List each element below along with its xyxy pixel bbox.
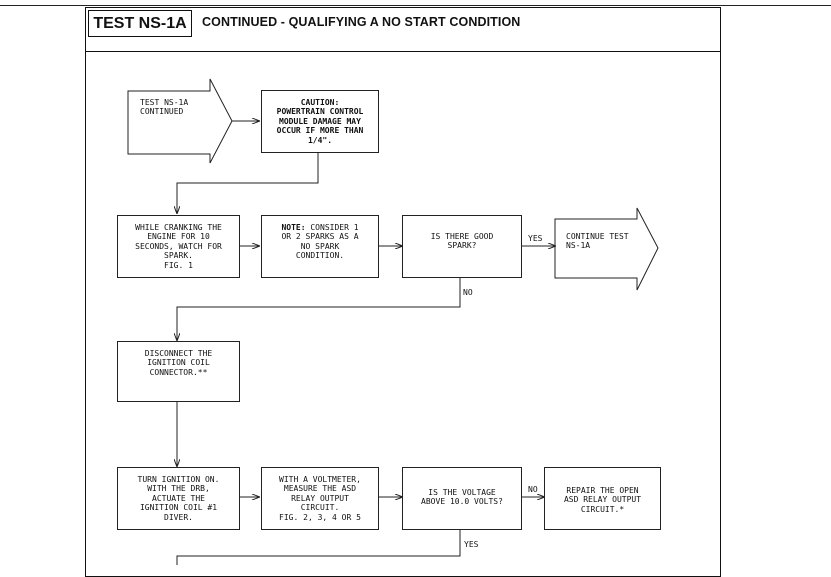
crank-box: WHILE CRANKING THE ENGINE FOR 10 SECONDS… (117, 215, 240, 278)
note-text: CONSIDER 1 OR 2 SPARKS AS A NO SPARK CON… (281, 223, 359, 261)
start-arrow-shape (127, 78, 233, 164)
yes-label-spark: YES (528, 234, 543, 243)
yes-label-voltage: YES (464, 540, 479, 549)
disconnect-box: DISCONNECT THE IGNITION COIL CONNECTOR.*… (117, 341, 240, 402)
note-label: NOTE: (281, 223, 306, 232)
connector-no-disconnect (177, 278, 461, 340)
spark-question-box: IS THERE GOOD SPARK? (402, 215, 522, 278)
ignition-box: TURN IGNITION ON. WITH THE DRB, ACTUATE … (117, 467, 240, 530)
header-divider (85, 51, 721, 52)
test-tag: TEST NS-1A (88, 10, 192, 37)
continue-node: CONTINUE TEST NS-1A (566, 232, 629, 251)
voltmeter-box: WITH A VOLTMETER, MEASURE THE ASD RELAY … (261, 467, 379, 530)
no-label-spark: NO (463, 288, 473, 297)
caution-box: CAUTION: POWERTRAIN CONTROL MODULE DAMAG… (261, 90, 379, 153)
page-title: CONTINUED - QUALIFYING A NO START CONDIT… (202, 15, 521, 29)
voltage-question-box: IS THE VOLTAGE ABOVE 10.0 VOLTS? (402, 467, 522, 530)
note-box: NOTE: CONSIDER 1 OR 2 SPARKS AS A NO SPA… (261, 215, 379, 278)
flow-connectors (127, 78, 659, 565)
top-rule (0, 5, 831, 6)
connector-yes-continue-down (176, 530, 461, 565)
connector-caution-crank (177, 153, 319, 213)
no-label-voltage: NO (528, 485, 538, 494)
repair-box: REPAIR THE OPEN ASD RELAY OUTPUT CIRCUIT… (544, 467, 661, 530)
start-node: TEST NS-1A CONTINUED (140, 98, 189, 117)
continue-arrow-shape (554, 207, 659, 291)
